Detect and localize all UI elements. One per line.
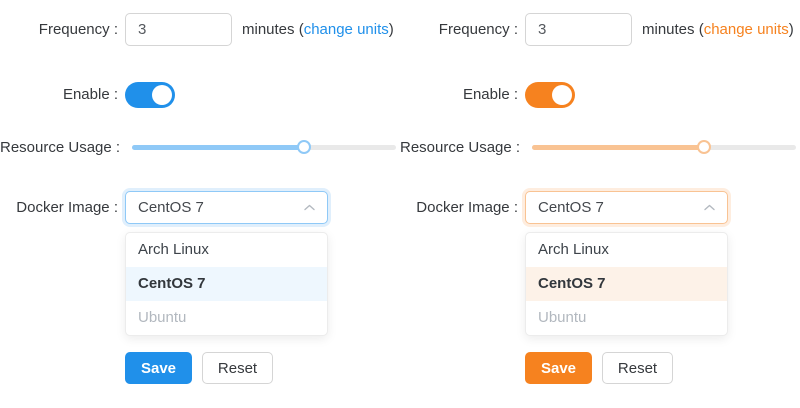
frequency-input[interactable] bbox=[525, 13, 632, 46]
dropdown-option-arch-linux[interactable]: Arch Linux bbox=[538, 241, 609, 258]
docker-image-dropdown-menu: Arch Linux CentOS 7 Ubuntu bbox=[125, 232, 328, 336]
slider-handle[interactable] bbox=[696, 140, 711, 154]
reset-button[interactable]: Reset bbox=[602, 352, 673, 384]
button-row: Save Reset bbox=[125, 352, 273, 384]
resource-usage-slider[interactable] bbox=[132, 138, 397, 156]
docker-image-row: Docker Image : CentOS 7 bbox=[0, 191, 400, 224]
dropdown-option-ubuntu: Ubuntu bbox=[538, 309, 587, 326]
button-row: Save Reset bbox=[525, 352, 673, 384]
docker-image-dropdown-menu: Arch Linux CentOS 7 Ubuntu bbox=[525, 232, 728, 336]
enable-label: Enable : bbox=[62, 86, 118, 103]
slider-fill bbox=[132, 145, 304, 150]
frequency-unit-text: minutes (change units) bbox=[642, 21, 794, 38]
slider-fill bbox=[532, 145, 704, 150]
resource-usage-label: Resource Usage : bbox=[0, 138, 121, 156]
dropdown-option-centos7[interactable]: CentOS 7 bbox=[526, 267, 727, 301]
save-button[interactable]: Save bbox=[525, 352, 592, 384]
resource-usage-label: Resource Usage : bbox=[400, 138, 521, 156]
frequency-label: Frequency : bbox=[438, 21, 518, 38]
toggle-knob bbox=[552, 84, 572, 105]
enable-toggle[interactable] bbox=[125, 81, 175, 108]
selected-value: CentOS 7 bbox=[538, 199, 604, 216]
docker-image-select[interactable]: CentOS 7 bbox=[525, 191, 728, 224]
change-units-link[interactable]: change units bbox=[303, 21, 389, 38]
toggle-knob bbox=[152, 84, 172, 105]
frequency-input[interactable] bbox=[125, 13, 232, 46]
dropdown-option-arch-linux[interactable]: Arch Linux bbox=[138, 241, 209, 258]
dropdown-option-ubuntu: Ubuntu bbox=[138, 309, 187, 326]
enable-label: Enable : bbox=[462, 86, 518, 103]
resource-usage-row: Resource Usage : bbox=[0, 138, 400, 156]
docker-image-select[interactable]: CentOS 7 bbox=[125, 191, 328, 224]
dropdown-option-centos7[interactable]: CentOS 7 bbox=[126, 267, 327, 301]
frequency-row: Frequency : minutes (change units) bbox=[400, 13, 800, 46]
unit-text-after: ) bbox=[388, 21, 394, 38]
chevron-up-icon bbox=[704, 204, 715, 211]
enable-row: Enable : bbox=[0, 81, 400, 108]
settings-panel-blue: Frequency : minutes (change units) Enabl… bbox=[0, 13, 400, 384]
resource-usage-row: Resource Usage : bbox=[400, 138, 800, 156]
unit-text-after: ) bbox=[788, 21, 794, 38]
unit-text-before: minutes ( bbox=[642, 21, 704, 38]
frequency-label: Frequency : bbox=[38, 21, 118, 38]
enable-row: Enable : bbox=[400, 81, 800, 108]
resource-usage-slider[interactable] bbox=[532, 138, 797, 156]
selected-value: CentOS 7 bbox=[138, 199, 204, 216]
settings-panel-orange: Frequency : minutes (change units) Enabl… bbox=[400, 0, 800, 408]
docker-image-row: Docker Image : CentOS 7 bbox=[400, 191, 800, 224]
frequency-unit-text: minutes (change units) bbox=[242, 21, 394, 38]
frequency-row: Frequency : minutes (change units) bbox=[0, 13, 400, 46]
save-button[interactable]: Save bbox=[125, 352, 192, 384]
docker-image-label: Docker Image : bbox=[16, 199, 118, 216]
unit-text-before: minutes ( bbox=[242, 21, 304, 38]
enable-toggle[interactable] bbox=[525, 81, 575, 108]
change-units-link[interactable]: change units bbox=[703, 21, 789, 38]
chevron-up-icon bbox=[304, 204, 315, 211]
reset-button[interactable]: Reset bbox=[202, 352, 273, 384]
slider-handle[interactable] bbox=[296, 140, 311, 154]
docker-image-label: Docker Image : bbox=[416, 199, 518, 216]
